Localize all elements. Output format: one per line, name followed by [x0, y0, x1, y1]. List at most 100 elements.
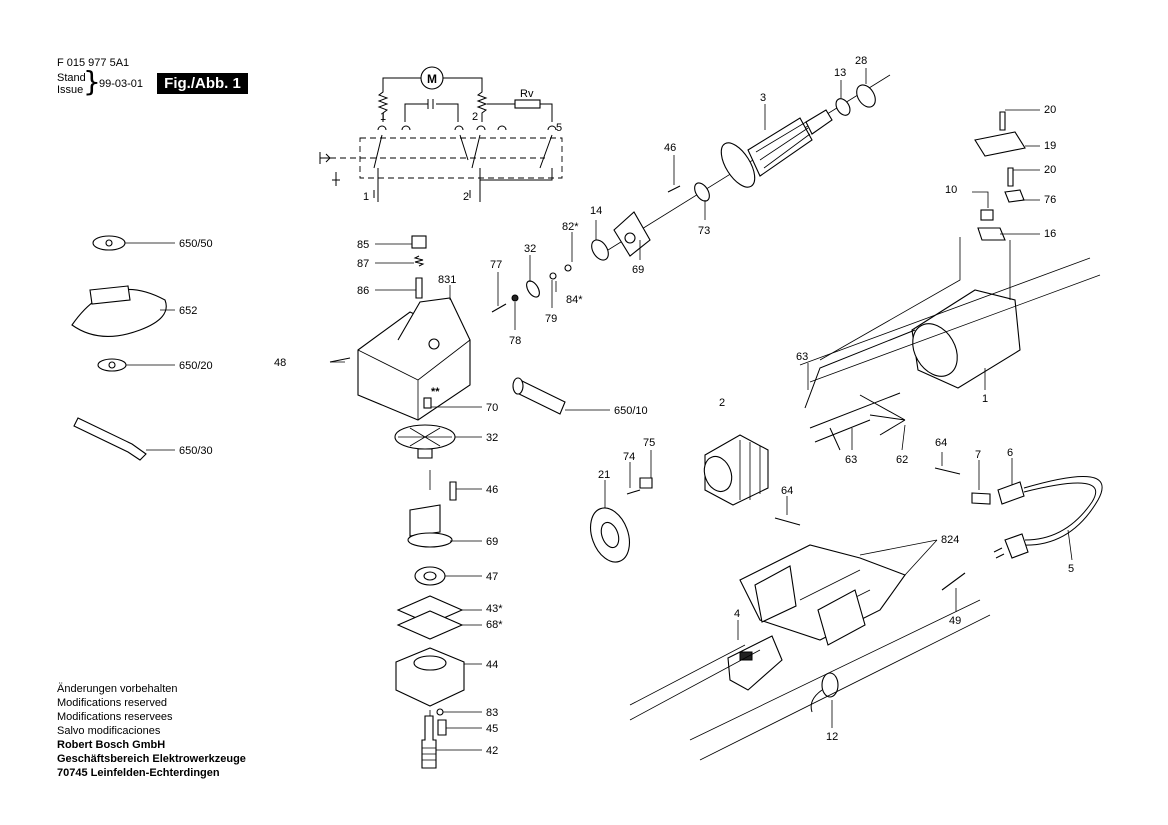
plug-icon: [1004, 533, 1029, 559]
switch-contacts: [373, 134, 553, 169]
callout-label: 74: [623, 451, 635, 463]
callout-label: 13: [834, 67, 846, 79]
gear-head-assembly: [329, 235, 471, 769]
plate-69: [407, 532, 453, 548]
callout-label: 78: [509, 335, 521, 347]
callout-label: 48: [274, 357, 286, 369]
callout-label: 42: [486, 745, 498, 757]
callout-label: 650/50: [179, 238, 213, 250]
callout-label: 85: [357, 239, 369, 251]
ring-82: [564, 264, 572, 272]
callout-label: 68*: [486, 619, 503, 631]
supply-leads: [377, 168, 553, 202]
terminal-contacts: [377, 125, 557, 131]
resistor-label: Rv: [520, 88, 534, 100]
callout-label: 87: [357, 258, 369, 270]
callout-label: 10: [945, 184, 957, 196]
callout-label: 79: [545, 313, 557, 325]
bearing-13: [835, 98, 851, 116]
callout-label: 32: [524, 243, 536, 255]
ground-symbol-icon: [332, 172, 340, 186]
clip-76: [1004, 189, 1025, 203]
field-windings: [739, 440, 761, 500]
spindle-thread: [422, 747, 436, 761]
screw-49: [941, 572, 966, 591]
bearing-flange-bore: [413, 655, 447, 671]
capacitor-icon: [427, 99, 434, 109]
callout-label: 43*: [486, 603, 503, 615]
handle-front-opening: [754, 565, 797, 623]
issue-label: Issue: [57, 84, 84, 96]
housing-guide-lines: [629, 599, 991, 761]
callout-label: 1: [982, 393, 988, 405]
lock-button-85: [411, 235, 427, 249]
clamp-75: [639, 477, 653, 489]
motor-axis-lines: [799, 257, 1101, 383]
gear-housing-bore: [428, 338, 440, 350]
cord-lead-12: [810, 689, 823, 713]
terminal-label: 1: [380, 111, 386, 123]
pin-86: [415, 277, 423, 299]
armature-assembly: [491, 74, 891, 313]
stand-label: Stand: [57, 72, 86, 84]
callout-label: **: [431, 386, 440, 398]
pin-77: [491, 303, 507, 313]
callout-label: 650/30: [179, 445, 213, 457]
callout-label: 5: [1068, 563, 1074, 575]
callout-label: 73: [698, 225, 710, 237]
ring-84: [549, 272, 557, 280]
callout-label: 82*: [562, 221, 579, 233]
callout-label: 84*: [566, 294, 583, 306]
resistor-wire: [487, 103, 553, 122]
brush-holder-10: [980, 209, 994, 221]
callout-label: 20: [1044, 164, 1056, 176]
terminal-label: 5: [556, 122, 562, 134]
gear-housing-top: [397, 297, 471, 341]
power-cord-5-inner: [1023, 482, 1097, 541]
callout-label: 69: [486, 536, 498, 548]
clamping-nut-bore: [105, 239, 113, 247]
callout-label: 12: [826, 731, 838, 743]
callout-label: 62: [896, 454, 908, 466]
brush-16: [977, 227, 1006, 241]
brace-icon: }: [83, 65, 101, 98]
callout-label: 63: [845, 454, 857, 466]
bearing-flange-44: [395, 647, 465, 707]
handle-rear: [817, 589, 866, 646]
field-winding-left: [377, 77, 421, 122]
company-division: Geschäftsbereich Elektrowerkzeuge: [57, 753, 246, 765]
issue-date: 99-03-01: [99, 78, 144, 90]
washer-83: [436, 708, 444, 716]
gear-teeth: [398, 427, 452, 447]
field-bore: [703, 455, 733, 493]
part-number: F 015 977 5A1: [57, 57, 130, 69]
commutator: [805, 109, 833, 135]
motor-label: M: [427, 72, 437, 86]
gear-hub: [417, 448, 433, 459]
callout-label: 32: [486, 432, 498, 444]
baffle-bore: [600, 521, 620, 549]
flange-bore: [624, 232, 636, 244]
callout-label: 650/20: [179, 360, 213, 372]
gasket-68: [396, 610, 464, 640]
field-winding-right: [443, 77, 488, 122]
footer-notes: Änderungen vorbehalten Modifications res…: [57, 682, 246, 780]
callout-label: 63: [796, 351, 808, 363]
callout-label: 70: [486, 402, 498, 414]
callout-label: 76: [1044, 194, 1056, 206]
company-address: 70745 Leinfelden-Echterdingen: [57, 767, 220, 779]
motor-housing-opening: [912, 323, 958, 377]
callout-label: 46: [486, 484, 498, 496]
screw-74: [626, 489, 641, 495]
armature-windings: [755, 121, 811, 169]
screw-45: [437, 719, 447, 736]
callout-label: 3: [760, 92, 766, 104]
callout-label: 21: [598, 469, 610, 481]
capacitor-wire: [404, 103, 459, 122]
ring-73: [694, 182, 710, 202]
gear-housing-edges: [357, 339, 471, 420]
spindle-42: [421, 715, 437, 769]
clip-78: [511, 294, 519, 302]
screw-46-top: [667, 185, 681, 193]
